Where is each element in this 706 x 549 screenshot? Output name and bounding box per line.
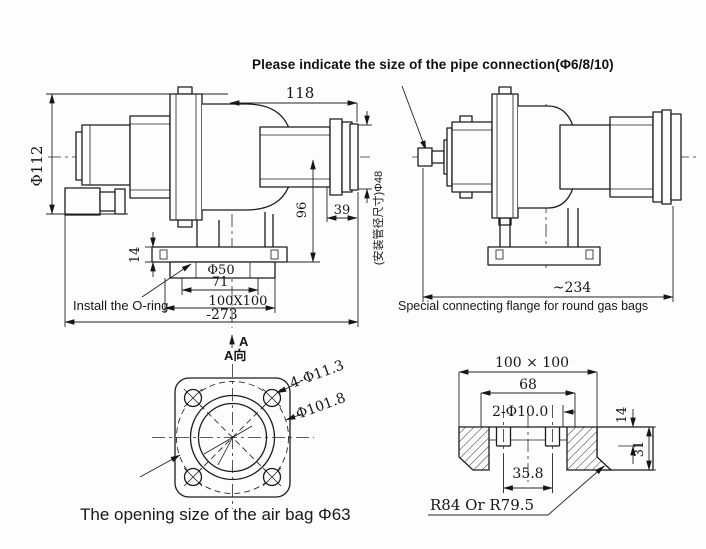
radius-note: R84 Or R79.5 [430, 496, 534, 514]
dim-35-8: 35.8 [512, 466, 543, 482]
pipe-size-label: (安装管径尺寸)Φ48 [371, 171, 385, 265]
dim-71: 71 [212, 275, 229, 290]
a-direction-label: A向 [224, 348, 246, 363]
dim-phi101-8: Φ101.8 [294, 390, 348, 423]
side-view-dimensions: ~234 [422, 168, 674, 302]
dim-2-phi10: 2-Φ10.0 [492, 404, 548, 420]
section-view-drawing: 100 × 100 68 2-Φ10.0 14 31 35.8 [428, 355, 656, 516]
dim-68: 68 [519, 377, 537, 393]
dim-14-section: 14 [615, 407, 630, 424]
bolt-holes [183, 388, 282, 487]
dim-4-phi11-3: 4-Φ11.3 [288, 357, 346, 391]
flange-geometry [152, 364, 314, 509]
front-view-drawing: Φ112 118 96 39 (安装管径尺寸)Φ48 14 [28, 84, 385, 328]
arrow-a-label: A [239, 334, 249, 349]
pipe-connection-note: Please indicate the size of the pipe con… [252, 57, 614, 72]
dim-14: 14 [128, 247, 143, 264]
dim-100x100: 100X100 [209, 294, 268, 309]
dim-39: 39 [334, 203, 351, 218]
dim-273: -273 [206, 307, 237, 323]
dim-96: 96 [295, 202, 310, 219]
side-view-caption: Special connecting flange for round gas … [398, 299, 649, 313]
section-dimensions: 100 × 100 68 2-Φ10.0 14 31 35.8 [428, 355, 656, 516]
view-direction-arrow: A A向 [224, 334, 249, 363]
side-view-geometry [401, 85, 696, 270]
flange-a-view-drawing: A A向 [139, 334, 348, 509]
side-view-drawing: ~234 [401, 85, 696, 302]
dim-31: 31 [632, 441, 647, 458]
dim-100x100-section: 100 × 100 [495, 355, 569, 371]
dim-234: ~234 [553, 280, 592, 296]
dim-phi112: Φ112 [28, 146, 46, 187]
dim-118: 118 [286, 84, 315, 102]
section-geometry [458, 405, 654, 482]
oring-label: Install the O-ring [73, 298, 168, 313]
airbag-caption: The opening size of the air bag Φ63 [80, 505, 351, 524]
dim-phi50: Φ50 [207, 263, 234, 278]
front-view-geometry [48, 86, 370, 328]
front-view-dimensions: Φ112 118 96 39 (安装管径尺寸)Φ48 14 [28, 84, 385, 327]
